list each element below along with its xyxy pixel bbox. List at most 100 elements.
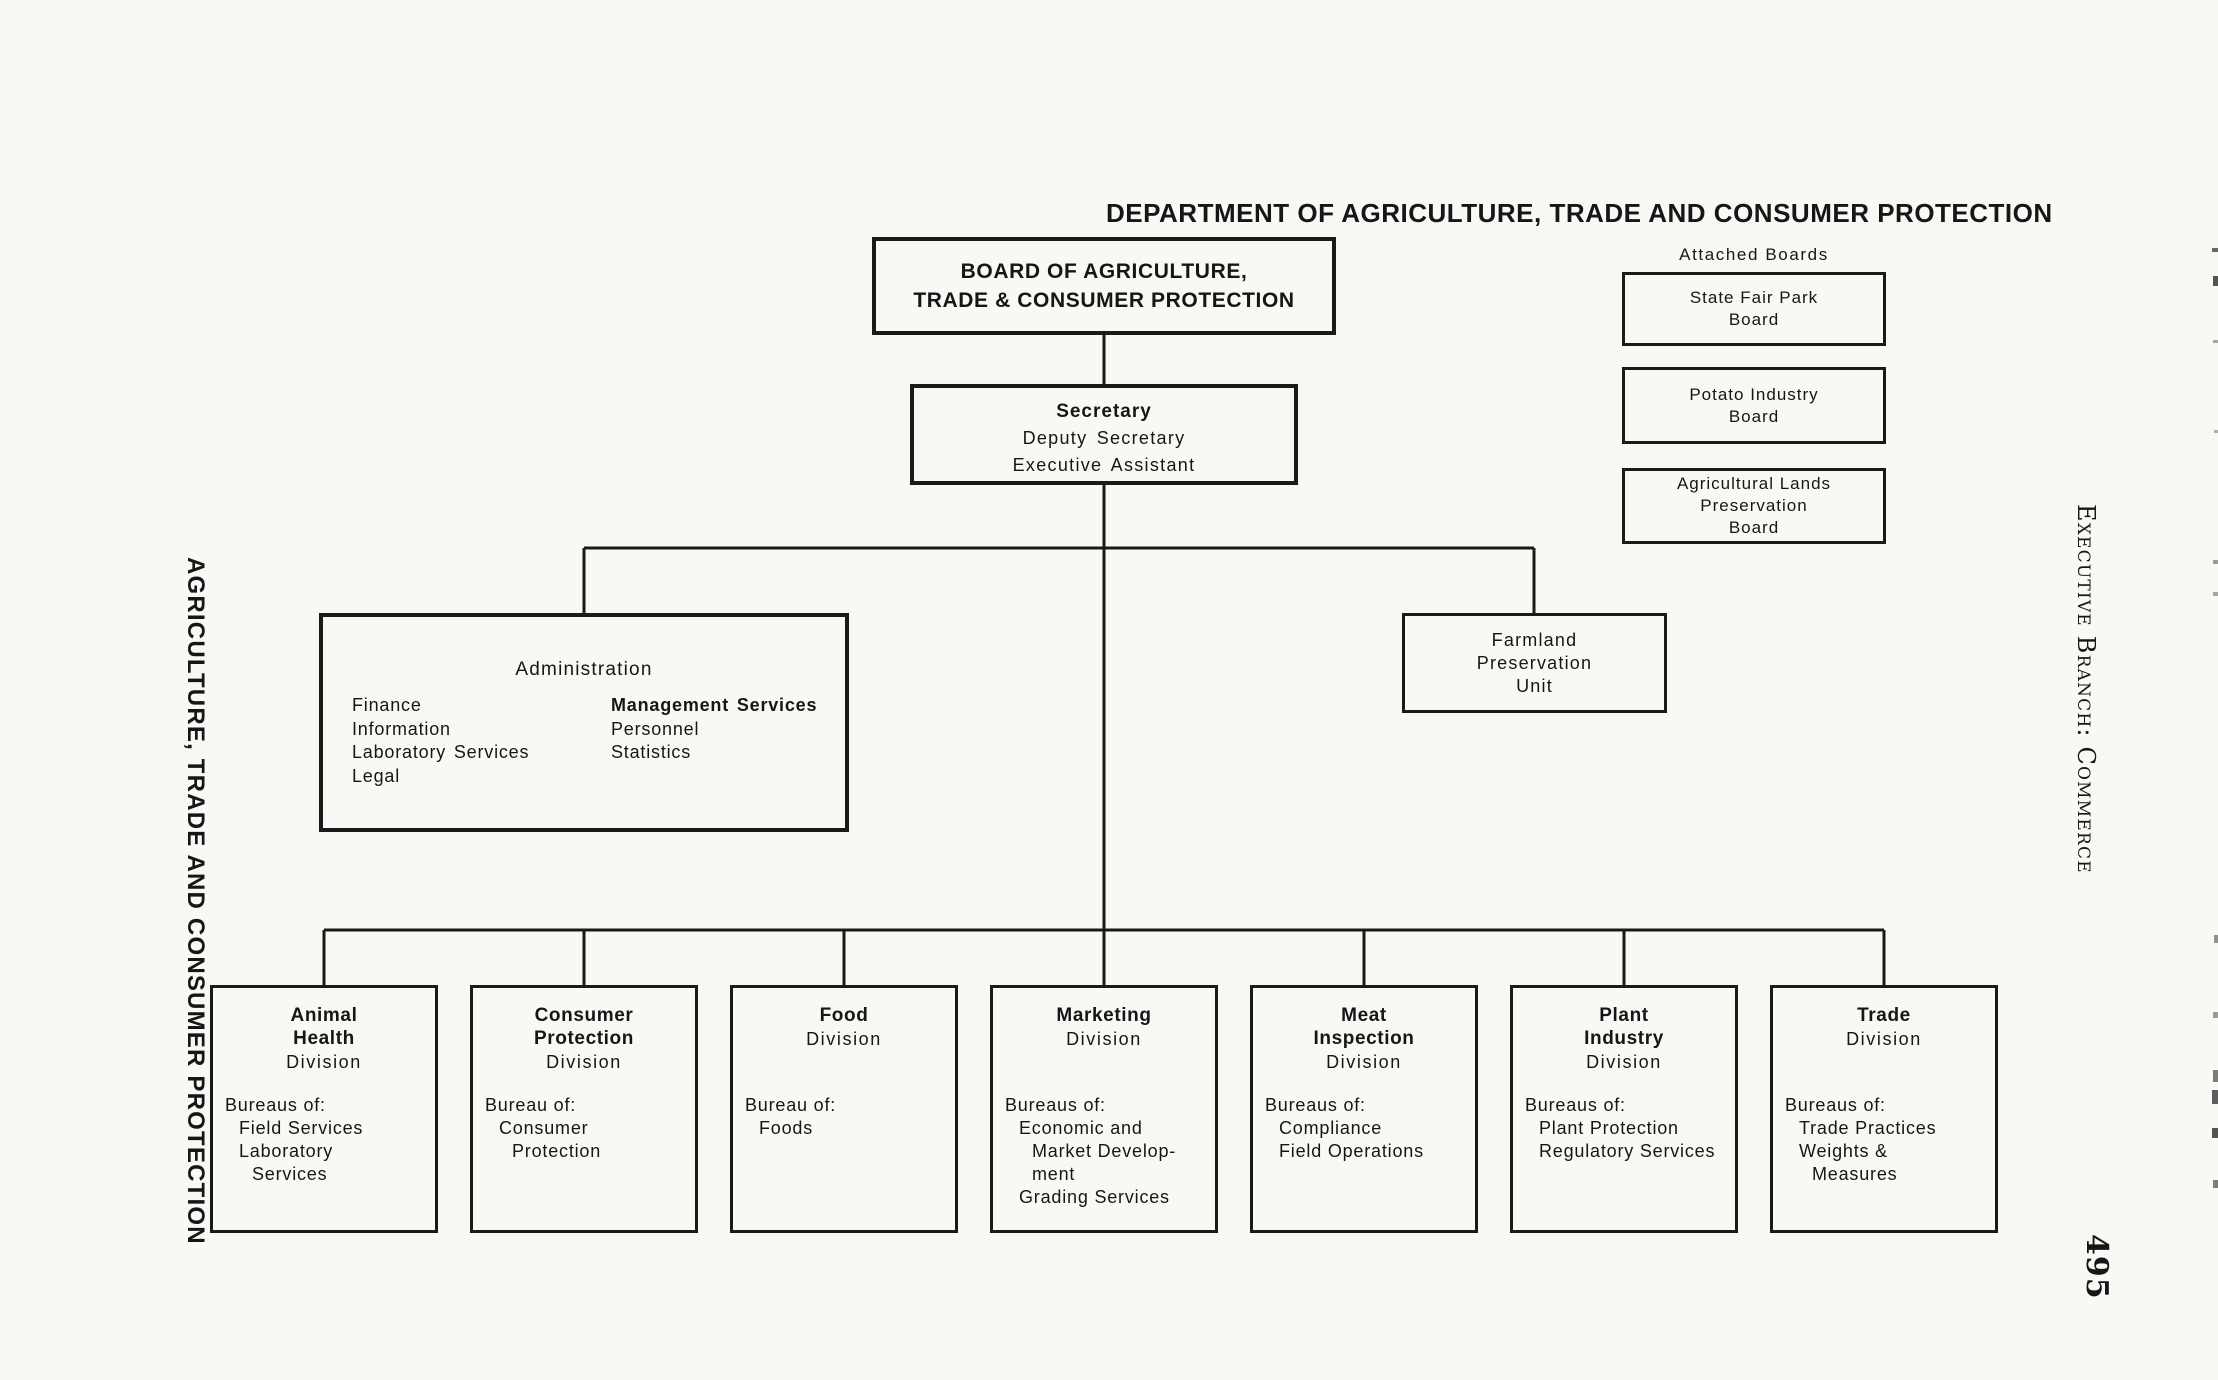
division-name-line: Protection	[534, 1028, 634, 1049]
division-name-line: Animal	[290, 1005, 358, 1026]
bureau-item: ment	[1032, 1164, 1076, 1184]
secretary-line: Executive Assistant	[1012, 455, 1196, 475]
bureau-item: Market Develop-	[1032, 1141, 1177, 1161]
scan-artifact	[2213, 276, 2218, 286]
secretary-title: Secretary	[1056, 401, 1152, 422]
bureau-item: Services	[252, 1164, 328, 1184]
page-title: DEPARTMENT OF AGRICULTURE, TRADE AND CON…	[1106, 198, 2053, 228]
scan-artifact	[2213, 1012, 2218, 1018]
bureau-item: Grading Services	[1019, 1187, 1170, 1207]
scan-artifact	[2212, 1128, 2218, 1138]
division-type-label: Division	[1326, 1052, 1402, 1072]
scan-artifact	[2213, 560, 2218, 564]
bureau-list-label: Bureaus of:	[1265, 1095, 1366, 1115]
administration-unit: Laboratory Services	[352, 742, 530, 762]
secretary-box: Secretary Deputy Secretary Executive Ass…	[910, 384, 1298, 485]
division-name-line: Consumer	[534, 1005, 634, 1026]
administration-unit: Finance	[352, 695, 422, 715]
bureau-item: Laboratory	[239, 1141, 334, 1161]
administration-unit: Information	[352, 718, 451, 739]
division-type-label: Division	[1846, 1029, 1922, 1049]
bureau-list-label: Bureaus of:	[1005, 1095, 1106, 1115]
scan-artifact	[2212, 248, 2218, 252]
bureau-item: Field Operations	[1279, 1141, 1424, 1161]
division-type-label: Division	[806, 1029, 882, 1049]
scan-artifact	[2214, 430, 2218, 433]
division-name-line: Marketing	[1056, 1005, 1152, 1026]
attached-board-line: Board	[1728, 406, 1780, 426]
bureau-item: Measures	[1812, 1164, 1898, 1184]
right-margin-section-text: Executive Branch: Commerce	[2072, 504, 2100, 874]
bureau-item: Field Services	[239, 1118, 364, 1138]
left-margin-chapter-text: AGRICULTURE, TRADE AND CONSUMER PROTECTI…	[182, 557, 209, 1245]
farmland-unit-line: Unit	[1516, 675, 1553, 696]
board-box-line: TRADE & CONSUMER PROTECTION	[913, 289, 1295, 312]
administration-title: Administration	[515, 659, 653, 680]
bureau-item: Protection	[512, 1141, 602, 1161]
scan-artifact	[2212, 1090, 2218, 1104]
division-name-line: Health	[293, 1028, 355, 1049]
division-type-label: Division	[1586, 1052, 1662, 1072]
attached-board-line: State Fair Park	[1689, 288, 1819, 307]
bureau-list-label: Bureau of:	[745, 1095, 837, 1115]
bureau-list-label: Bureau of:	[485, 1095, 577, 1115]
attached-board-line: Potato Industry	[1689, 384, 1819, 404]
attached-board-line: Board	[1728, 518, 1780, 537]
administration-unit: Legal	[352, 765, 401, 786]
farmland-unit-line: Farmland	[1491, 629, 1578, 650]
bureau-item: Compliance	[1279, 1118, 1383, 1138]
attached-board-line: Agricultural Lands	[1676, 474, 1832, 493]
division-type-label: Division	[1066, 1029, 1142, 1049]
scan-artifact	[2213, 340, 2218, 343]
division-name-line: Meat	[1341, 1005, 1387, 1026]
bureau-item: Economic and	[1019, 1118, 1143, 1138]
page-number: 495	[2079, 1234, 2114, 1300]
division-name-line: Food	[819, 1005, 869, 1026]
board-box-line: BOARD OF AGRICULTURE,	[960, 260, 1248, 283]
bureau-list-label: Bureaus of:	[1525, 1095, 1626, 1115]
administration-unit: Management Services	[611, 695, 818, 715]
bureau-item: Consumer	[499, 1118, 589, 1138]
division-type-label: Division	[286, 1052, 362, 1072]
attached-board-line: Preservation	[1700, 496, 1808, 515]
division-bureau-list: Bureau of:Foods	[745, 1094, 951, 1140]
board-box: BOARD OF AGRICULTURE, TRADE & CONSUMER P…	[872, 237, 1336, 335]
division-type-label: Division	[546, 1052, 622, 1072]
attached-board-line: Board	[1728, 310, 1780, 329]
scan-artifact	[2213, 1180, 2218, 1188]
bureau-item: Trade Practices	[1799, 1118, 1937, 1138]
division-name-line: Trade	[1857, 1005, 1911, 1026]
administration-unit: Personnel	[611, 718, 700, 739]
administration-unit: Statistics	[611, 742, 692, 762]
attached-boards-label: Attached Boards	[1679, 245, 1829, 264]
scan-artifact	[2213, 592, 2218, 596]
bureau-item: Weights &	[1799, 1141, 1888, 1161]
farmland-unit-line: Preservation	[1476, 652, 1593, 673]
secretary-line: Deputy Secretary	[1022, 428, 1186, 448]
division-name-line: Inspection	[1313, 1028, 1415, 1049]
